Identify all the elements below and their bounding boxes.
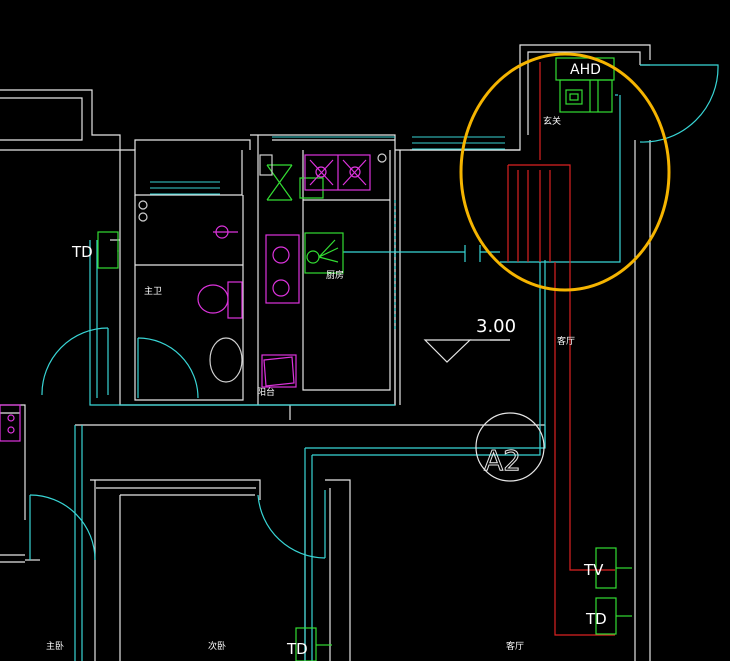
fixtures (0, 154, 371, 442)
toilet (197, 284, 229, 314)
level-label: 3.00 (476, 316, 516, 337)
tv-label: TV (583, 561, 604, 579)
conduit-routes (74, 94, 621, 661)
room-label-balcony: 阳台 (257, 386, 275, 398)
room-label-living: 客厅 (557, 335, 575, 347)
axis-bubble (475, 412, 545, 482)
room-label-master: 主卧 (46, 640, 64, 652)
doors (29, 64, 719, 561)
kitchen-device (304, 232, 344, 274)
room-label-kitchen: 厨房 (326, 269, 344, 281)
cable-runs (507, 62, 615, 636)
td-label-bottom: TD (286, 640, 308, 658)
highlight-ellipse (459, 52, 671, 292)
room-label-bath: 主卫 (144, 285, 162, 297)
td-label-right: TD (585, 610, 607, 628)
td-label-left: TD (71, 243, 93, 261)
walls (0, 44, 651, 661)
left-panel (0, 404, 21, 442)
room-label-switch: 玄关 (543, 115, 561, 127)
axis-label: A2 (484, 444, 521, 477)
wash-basin (209, 337, 243, 383)
room-label-second: 次卧 (208, 640, 226, 652)
td-outlet-left (97, 231, 119, 269)
sink-cabinet (261, 354, 297, 388)
ahd-panel (559, 79, 613, 113)
ahd-label: AHD (570, 62, 601, 78)
devices (97, 57, 632, 661)
grey-fixtures (138, 153, 387, 383)
room-label-dining: 客厅 (506, 640, 524, 652)
level-marker (423, 339, 510, 363)
gas-range (265, 234, 300, 304)
